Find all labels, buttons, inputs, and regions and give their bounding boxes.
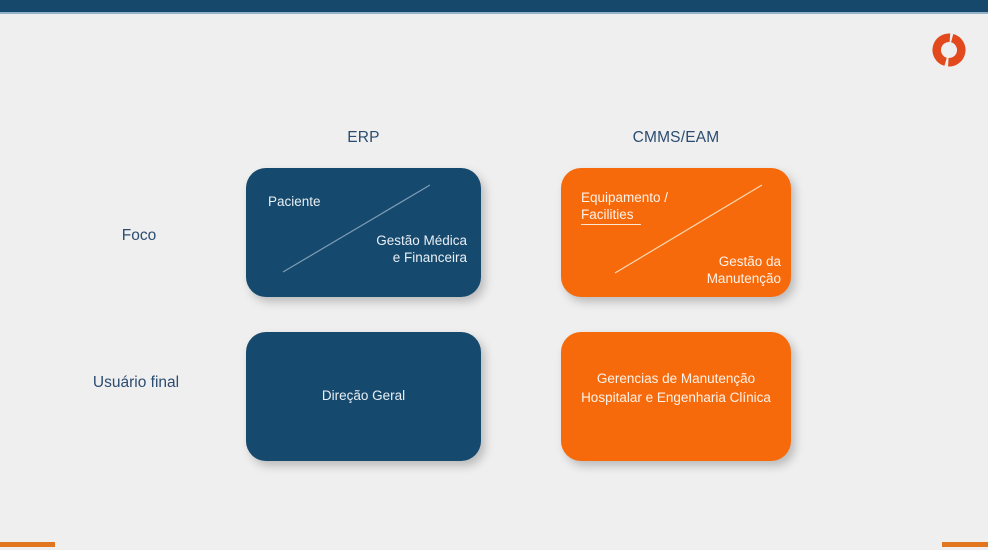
- column-header-cmms-eam: CMMS/EAM: [632, 129, 720, 146]
- column-header-erp: ERP: [347, 129, 380, 146]
- ring-logo-circle: [932, 33, 966, 67]
- footer-accent-bar-left: [0, 542, 55, 547]
- footer-accent-bar-right: [942, 542, 988, 547]
- diagonal-divider-line: [282, 184, 431, 273]
- card-label-direcao-geral: Direção Geral: [321, 388, 406, 404]
- card-label-equipamento-facilities: Equipamento / Facilities: [581, 190, 668, 225]
- card-label-gestao-da-manutencao: Gestão da Manutenção: [706, 253, 781, 287]
- card-label-gestao-medica-financeira: Gestão Médica e Financeira: [376, 232, 467, 266]
- card-usuario-final-erp: Direção Geral: [246, 332, 481, 461]
- top-brand-bar-accent-line: [0, 12, 988, 14]
- card-label-gerencias-manutencao: Gerencias de Manutenção Hospitalar e Eng…: [581, 371, 771, 405]
- card-foco-cmms-eam: Equipamento / Facilities Gestão da Manut…: [561, 168, 791, 297]
- facilities-underlined-text: Facilities: [581, 207, 641, 225]
- diagonal-divider-line: [614, 184, 763, 274]
- card-usuario-final-cmms-eam: Gerencias de Manutenção Hospitalar e Eng…: [561, 332, 791, 461]
- card-foco-erp: Paciente Gestão Médica e Financeira: [246, 168, 481, 297]
- card-label-paciente: Paciente: [268, 194, 321, 209]
- row-label-usuario-final: Usuário final: [92, 374, 180, 391]
- row-label-foco: Foco: [121, 227, 157, 244]
- ring-logo-icon: [932, 33, 966, 67]
- equipamento-line: Equipamento /: [581, 190, 669, 205]
- top-brand-bar: [0, 0, 988, 12]
